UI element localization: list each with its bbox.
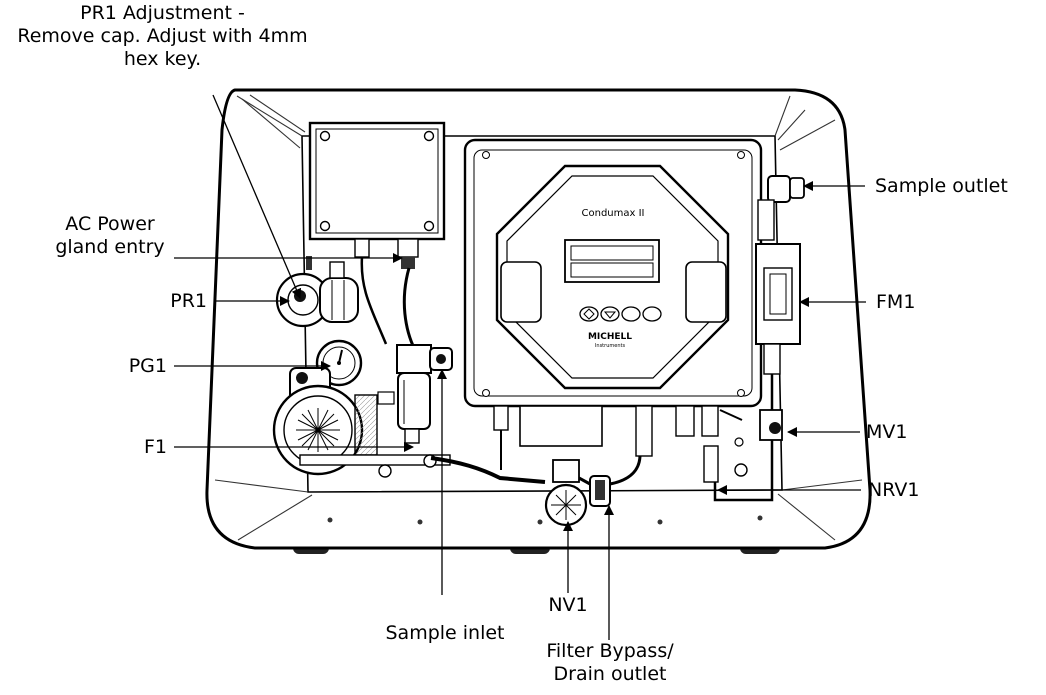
callout-pr1-adjustment: PR1 Adjustment - Remove cap. Adjust with… [0,2,325,71]
callout-ac-power-line-2: gland entry [55,236,165,258]
callout-ac-power: AC Power gland entry [0,213,220,259]
mounting-holes [327,515,763,525]
analyzer-housing: Condumax II MICHELL Instruments [463,138,763,408]
callout-pr1-adjustment-line-2: Remove cap. Adjust with 4mm [17,25,308,47]
maker-mark: MICHELL [588,332,632,342]
metering-valve-mv1 [759,409,783,441]
needle-valve-nv1 [544,459,588,527]
callout-sample-inlet: Sample inlet [385,622,505,644]
filter-f1 [396,344,453,444]
bottom-fittings [493,405,748,483]
junction-box [308,121,446,269]
callout-filter-bypass-line-1: Filter Bypass/ [546,640,674,662]
callout-sample-outlet: Sample outlet [875,175,1008,197]
callout-filter-bypass: Filter Bypass/ Drain outlet [535,640,685,686]
enclosure-bevel-lines [214,94,863,541]
callout-nv1: NV1 [548,594,588,616]
callout-fm1: FM1 [876,291,916,313]
callout-ac-power-line-1: AC Power [65,213,155,235]
callout-pr1: PR1 [170,290,207,312]
callout-mv1: MV1 [866,421,908,443]
cable [402,267,417,351]
callout-pr1-adjustment-line-3: hex key. [123,48,202,70]
callout-pg1: PG1 [128,355,167,377]
flow-meter-fm1 [755,243,801,375]
tubing [430,456,546,484]
callout-pr1-adjustment-line-1: PR1 Adjustment - [80,2,245,24]
callout-filter-bypass-line-2: Drain outlet [553,663,667,685]
sample-outlet-fitting [757,175,805,241]
leader-lines [174,94,866,640]
maker-sub: Instruments [595,343,626,349]
display-brand: Condumax II [582,208,645,219]
callout-f1: F1 [143,436,167,458]
callout-nrv1: NRV1 [868,479,920,501]
drain-outlet-fitting [589,475,611,507]
